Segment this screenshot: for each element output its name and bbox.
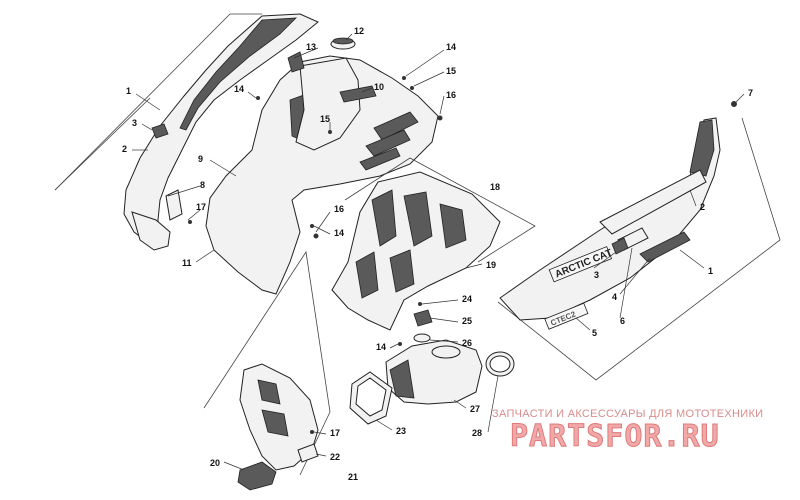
callout-1-left: 1: [126, 86, 131, 96]
frame-lower-panel: [203, 250, 331, 476]
callout-28: 28: [472, 428, 482, 438]
screw-14-top: [402, 76, 406, 80]
callout-27: 27: [470, 404, 480, 414]
air-box-rib-5: [389, 249, 415, 293]
watermark-tagline: ЗАПЧАСТИ И АКСЕССУАРЫ ДЛЯ МОТОТЕХНИКИ: [492, 408, 763, 420]
left-side-panel-trim: [179, 17, 298, 131]
callout-14-left: 14: [234, 84, 244, 94]
callout-3-left: 3: [132, 118, 137, 128]
callout-14-top: 14: [446, 42, 456, 52]
callout-21: 21: [348, 472, 358, 482]
hood-vent-right-2: [365, 129, 411, 157]
callout-18: 18: [490, 182, 500, 192]
callout-15-mid: 15: [320, 114, 330, 124]
callout-20: 20: [210, 458, 220, 468]
right-side-panel-trim: [689, 119, 715, 177]
decal-2-right: [599, 169, 707, 235]
callout-26: 26: [462, 338, 472, 348]
callout-13: 13: [306, 42, 316, 52]
callout-17-lower: 17: [330, 428, 340, 438]
callout-17-left: 17: [196, 202, 206, 212]
lower-panel-vent-1: [257, 379, 281, 405]
rivet-15-top: [410, 86, 414, 90]
bracket-20: [237, 461, 277, 491]
frame-left-side: [54, 13, 262, 191]
bracket-25: [413, 309, 433, 327]
air-box-rib-2: [403, 191, 433, 247]
callout-14-lower: 14: [376, 342, 386, 352]
screw-14-lower: [398, 342, 402, 346]
fastener-16-top: [437, 115, 443, 121]
callout-11: 11: [182, 258, 192, 268]
callout-7: 7: [748, 88, 753, 98]
decal-3-left: [151, 123, 169, 139]
leader-lines: [132, 33, 745, 471]
rivet-15-mid: [328, 130, 332, 134]
watermark-site: PARTSFOR.RU: [510, 419, 720, 454]
callout-2-right: 2: [700, 202, 705, 212]
callout-6: 6: [620, 316, 625, 326]
grommet-12-top: [332, 37, 354, 45]
hood-vent-right-1: [373, 111, 419, 141]
callout-1-right: 1: [708, 266, 713, 276]
decal-4: [639, 231, 691, 263]
callout-5: 5: [592, 328, 597, 338]
callout-15-top: 15: [446, 66, 456, 76]
screw-24: [418, 302, 422, 306]
callout-3-right: 3: [594, 270, 599, 280]
hood-vent-right-3: [359, 147, 401, 171]
fastener-16-side: [313, 233, 319, 239]
washer-26: [413, 333, 431, 343]
grommet-8: [165, 189, 183, 221]
callout-14-side: 14: [334, 228, 344, 238]
air-box-rib-4: [355, 251, 379, 299]
rivet-17-lower: [310, 430, 314, 434]
hood-inner-panel: [295, 57, 361, 151]
air-box-rib-1: [371, 189, 397, 247]
callout-2-left: 2: [122, 144, 127, 154]
callout-22: 22: [330, 452, 340, 462]
callout-4: 4: [612, 292, 617, 302]
callout-12: 12: [354, 26, 364, 36]
callout-16-side: 16: [334, 204, 344, 214]
duct-top-port: [431, 345, 461, 359]
frame-right-side: [497, 117, 781, 381]
screw-14-side: [310, 224, 314, 228]
callout-19: 19: [486, 260, 496, 270]
lower-panel-vent-2: [261, 409, 289, 437]
callout-23: 23: [396, 426, 406, 436]
callout-25: 25: [462, 316, 472, 326]
callout-24: 24: [462, 294, 472, 304]
frame-airbox: [344, 157, 536, 263]
callout-8: 8: [200, 180, 205, 190]
duct-mouth: [389, 359, 415, 399]
decal-22: [297, 443, 319, 463]
fastener-7: [731, 101, 737, 107]
callout-10: 10: [374, 82, 384, 92]
callout-16-top: 16: [446, 90, 456, 100]
callout-9: 9: [198, 154, 203, 164]
callout-labels: 1 1 2 2 3 3 4 5 6 7 8 9 10 11 12 13 14 1…: [122, 26, 753, 482]
air-box-rib-3: [439, 203, 467, 249]
screw-14-left: [256, 96, 260, 100]
decal-3-right: [611, 237, 629, 255]
trim-13: [287, 51, 305, 73]
rivet-17-left: [188, 220, 192, 224]
left-panel-lower-edge: [131, 211, 171, 251]
